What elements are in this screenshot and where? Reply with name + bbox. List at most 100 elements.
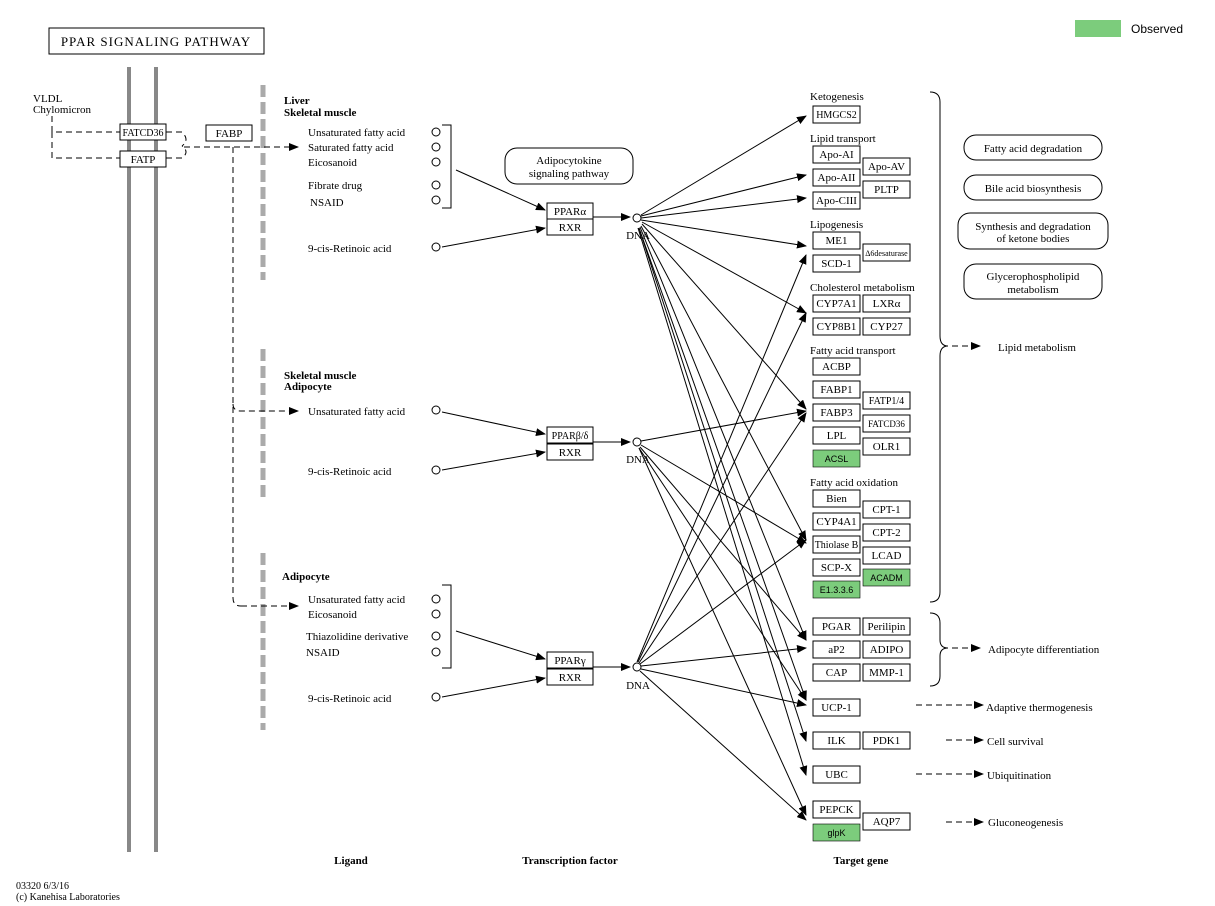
outcome-gluconeogenesis: Gluconeogenesis xyxy=(988,817,1063,829)
gene-fatcd36[interactable] xyxy=(862,414,911,433)
gene-acsl[interactable] xyxy=(812,449,861,468)
svg-text:FABP: FABP xyxy=(216,128,243,140)
dna-node-3 xyxy=(632,662,642,672)
outcome-cell-survival: Cell survival xyxy=(987,736,1044,748)
ligand-3-3: Thiazolidine derivative xyxy=(306,631,408,643)
gene-pgar[interactable] xyxy=(812,617,861,636)
gene-cpt2[interactable] xyxy=(862,523,911,542)
svg-text:FABP1: FABP1 xyxy=(820,384,852,396)
gene-bien[interactable] xyxy=(812,489,861,508)
tf-rxr-1[interactable] xyxy=(546,218,594,236)
gene-pltp[interactable] xyxy=(862,180,911,199)
svg-text:FATP: FATP xyxy=(131,154,156,166)
legend-swatch xyxy=(1075,20,1121,37)
gene-perilipin[interactable] xyxy=(862,617,911,636)
svg-text:Thiolase B: Thiolase B xyxy=(815,540,859,551)
tf-rxr-3[interactable] xyxy=(546,668,594,686)
gene-fatp[interactable] xyxy=(119,150,167,168)
gene-cyp7a1[interactable] xyxy=(812,294,861,313)
tf-pparg[interactable] xyxy=(546,651,594,669)
svg-text:OLR1: OLR1 xyxy=(873,441,901,453)
svg-text:SCP-X: SCP-X xyxy=(821,562,852,574)
pathway-bile-acid[interactable]: Bile acid biosynthesis xyxy=(963,174,1103,201)
svg-text:HMGCS2: HMGCS2 xyxy=(816,110,857,121)
gene-ucp1[interactable] xyxy=(812,698,861,717)
gene-acadm[interactable] xyxy=(862,568,911,587)
gene-cap[interactable] xyxy=(812,663,861,682)
svg-text:Fatty acid oxidation: Fatty acid oxidation xyxy=(810,477,898,489)
svg-text:FATCD36: FATCD36 xyxy=(123,128,164,139)
legend-label: Observed xyxy=(1131,22,1183,36)
gene-thiolaseb[interactable] xyxy=(812,535,861,554)
gene-lxra[interactable] xyxy=(862,294,911,313)
gene-me1[interactable] xyxy=(812,231,861,250)
gene-mmp1[interactable] xyxy=(862,663,911,682)
gene-pepck[interactable] xyxy=(812,800,861,819)
svg-text:RXR: RXR xyxy=(559,447,582,459)
gene-apoa1[interactable] xyxy=(812,145,861,164)
group-liver: Liver Skeletal muscle Unsaturated fatty … xyxy=(284,95,650,255)
gene-olr1[interactable] xyxy=(862,437,911,456)
source-chylomicron: Chylomicron xyxy=(33,104,92,116)
gene-adipo[interactable] xyxy=(862,640,911,659)
svg-text:UBC: UBC xyxy=(825,769,848,781)
source-vldl: VLDL xyxy=(33,93,63,105)
retinoic-1: 9-cis-Retinoic acid xyxy=(308,243,392,255)
svg-text:PEPCK: PEPCK xyxy=(819,804,853,816)
gene-hmgcs2[interactable] xyxy=(812,105,861,124)
gene-apoc3[interactable] xyxy=(812,191,861,210)
ligand-2-1: Unsaturated fatty acid xyxy=(308,406,406,418)
svg-text:E1.3.3.6: E1.3.3.6 xyxy=(820,585,854,595)
svg-text:Lipid transport: Lipid transport xyxy=(810,133,876,145)
svg-text:Lipogenesis: Lipogenesis xyxy=(810,219,863,231)
svg-text:FATP1/4: FATP1/4 xyxy=(869,396,904,407)
pathway-adipocytokine[interactable]: Adipocytokine signaling pathway xyxy=(504,147,634,185)
pathway-ketone[interactable]: Synthesis and degradation of ketone bodi… xyxy=(957,212,1109,250)
gene-d6desaturase[interactable] xyxy=(862,243,911,262)
tf-rxr-2[interactable] xyxy=(546,443,594,461)
svg-text:CPT-2: CPT-2 xyxy=(872,527,900,539)
gene-ubc[interactable] xyxy=(812,765,861,784)
gene-fabp1[interactable] xyxy=(812,380,861,399)
svg-text:DNA: DNA xyxy=(626,230,650,242)
header-target-gene: Target gene xyxy=(834,855,889,867)
ligand-1-3: Eicosanoid xyxy=(308,157,357,169)
svg-text:Fatty acid degradation: Fatty acid degradation xyxy=(984,143,1083,155)
svg-text:AQP7: AQP7 xyxy=(873,816,901,828)
svg-text:LPL: LPL xyxy=(827,430,847,442)
gene-cyp8b1[interactable] xyxy=(812,317,861,336)
svg-text:SCD-1: SCD-1 xyxy=(821,258,852,270)
gene-fabp[interactable] xyxy=(205,124,253,142)
pathway-glycerophospholipid[interactable]: Glycerophospholipid metabolism xyxy=(963,263,1103,300)
svg-text:MMP-1: MMP-1 xyxy=(869,667,904,679)
header-ligand: Ligand xyxy=(334,855,368,867)
svg-text:CAP: CAP xyxy=(826,667,847,679)
gene-cpt1[interactable] xyxy=(862,500,911,519)
pathway-fa-degradation[interactable]: Fatty acid degradation xyxy=(963,134,1103,161)
gene-apoa2[interactable] xyxy=(812,168,861,187)
gene-aqp7[interactable] xyxy=(862,812,911,831)
gene-fatp14[interactable] xyxy=(862,391,911,410)
outcome-thermogenesis: Adaptive thermogenesis xyxy=(986,702,1093,714)
gene-ap2[interactable] xyxy=(812,640,861,659)
gene-glpk[interactable] xyxy=(812,823,861,842)
gene-pdk1[interactable] xyxy=(862,731,911,750)
group-adipocyte: Adipocyte Unsaturated fatty acid Eicosan… xyxy=(282,571,650,705)
gene-fabp3[interactable] xyxy=(812,403,861,422)
gene-cyp27[interactable] xyxy=(862,317,911,336)
gene-e1336[interactable] xyxy=(812,580,861,599)
gene-acbp[interactable] xyxy=(812,357,861,376)
svg-text:Synthesis and degradation: Synthesis and degradation xyxy=(975,221,1091,233)
gene-ilk[interactable] xyxy=(812,731,861,750)
svg-text:Adipocyte: Adipocyte xyxy=(282,571,330,583)
gene-scd1[interactable] xyxy=(812,254,861,273)
gene-lcad[interactable] xyxy=(862,546,911,565)
header-tf: Transcription factor xyxy=(522,855,618,867)
gene-apoav[interactable] xyxy=(862,157,911,176)
gene-lpl[interactable] xyxy=(812,426,861,445)
tf-pparbd[interactable] xyxy=(546,426,594,444)
gene-scpx[interactable] xyxy=(812,558,861,577)
gene-cyp4a1[interactable] xyxy=(812,512,861,531)
svg-text:Ketogenesis: Ketogenesis xyxy=(810,91,864,103)
svg-text:PPARβ/δ: PPARβ/δ xyxy=(552,431,589,442)
